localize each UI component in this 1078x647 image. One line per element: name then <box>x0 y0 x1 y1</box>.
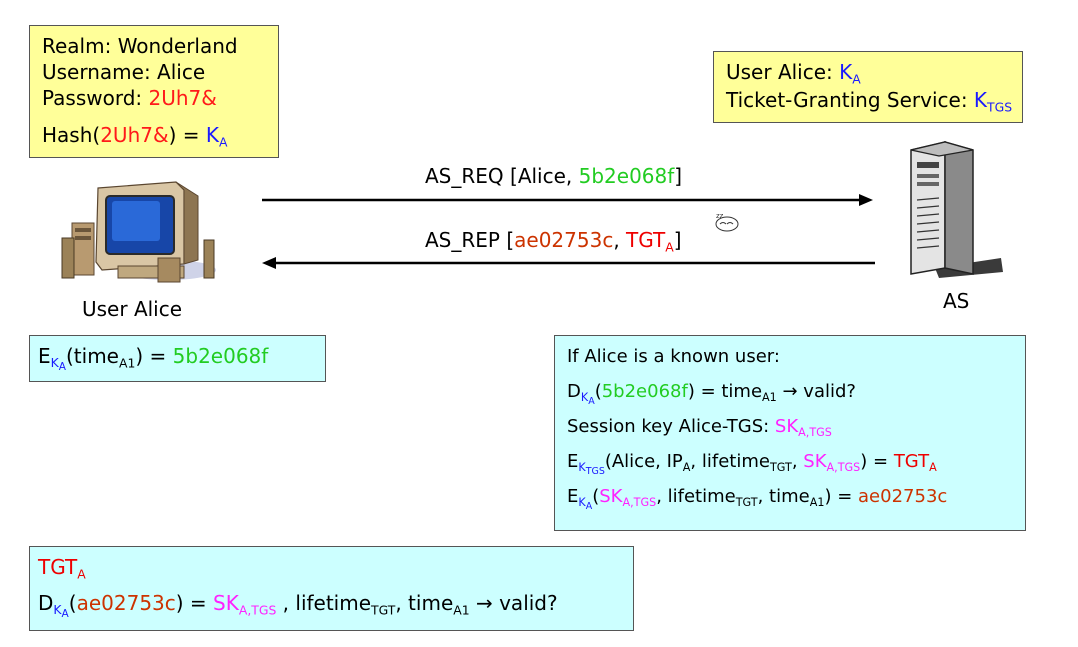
server-decrypt-text: DKA(5b2e068f) = timeA1 → valid? <box>567 381 856 407</box>
tgt-text: TGTA <box>38 555 86 582</box>
svg-text:zz: zz <box>716 212 724 220</box>
password-text: Password: 2Uh7& <box>42 86 217 110</box>
client-encryption-text: EKA(timeA1) = 5b2e068f <box>38 344 269 374</box>
server-session-key-text: Session key Alice-TGS: SKA,TGS <box>567 416 832 439</box>
client-encryption-box: EKA(timeA1) = 5b2e068f <box>29 335 326 382</box>
realm-text: Realm: Wonderland <box>42 34 238 58</box>
sleeping-face-icon: zz <box>715 212 739 232</box>
as-user-key-text: User Alice: KA <box>726 60 861 87</box>
client-computer-icon <box>61 181 216 283</box>
server-tgt-text: EKTGS(Alice, IPA, lifetimeTGT, SKA,TGS) … <box>567 451 937 477</box>
client-decrypt-text: DKA(ae02753c) = SKA,TGS , lifetimeTGT, t… <box>38 591 558 621</box>
server-label: AS <box>943 289 970 313</box>
server-processing-box: If Alice is a known user: DKA(5b2e068f) … <box>554 335 1026 531</box>
key-a: KA <box>205 123 228 150</box>
client-label: User Alice <box>82 297 183 321</box>
as-keys-box: User Alice: KA Ticket-Granting Service: … <box>713 51 1023 123</box>
as-tgs-key-text: Ticket-Granting Service: KTGS <box>726 88 1013 115</box>
username-text: Username: Alice <box>42 60 206 84</box>
as-req-arrowhead <box>859 194 873 206</box>
hash-text: Hash(2Uh7&) = KA <box>42 123 228 150</box>
client-decrypt-box: TGTA DKA(ae02753c) = SKA,TGS , lifetimeT… <box>29 546 634 631</box>
as-rep-label: AS_REP [ae02753c, TGTA] <box>425 228 682 255</box>
as-rep-arrowhead <box>262 257 276 269</box>
password-value: 2Uh7& <box>148 86 217 110</box>
user-credentials-box: Realm: Wonderland Username: Alice Passwo… <box>29 25 279 158</box>
server-tower-icon <box>910 141 1003 278</box>
server-check-user-text: If Alice is a known user: <box>567 346 780 367</box>
server-reply-text: EKA(SKA,TGS, lifetimeTGT, timeA1) = ae02… <box>567 486 948 512</box>
as-req-label: AS_REQ [Alice, 5b2e068f] <box>425 164 683 188</box>
